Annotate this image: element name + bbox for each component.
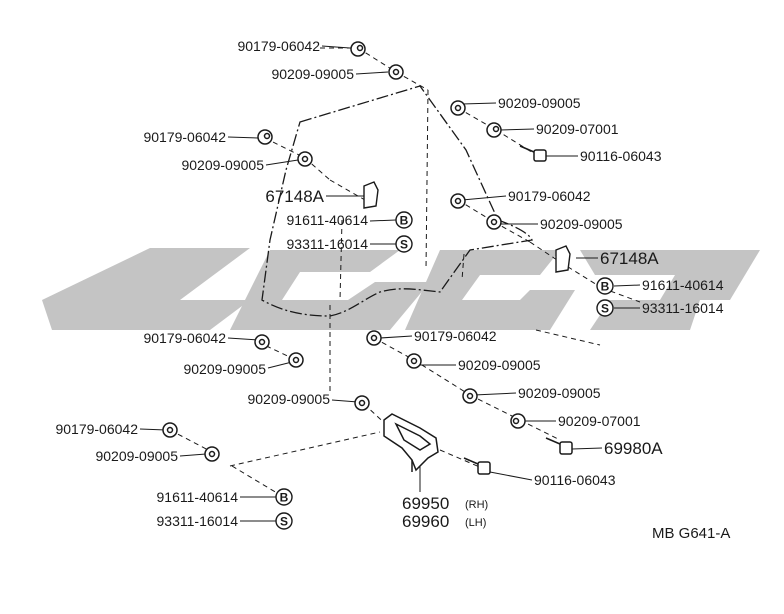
part-label: 90209-07001	[536, 121, 619, 137]
part-label: 67148A	[600, 249, 659, 268]
part-label: 90179-06042	[143, 330, 226, 346]
nut-90179-06042-b	[257, 129, 273, 145]
part-label: 90209-09005	[458, 357, 541, 373]
part-label: 90209-09005	[183, 361, 266, 377]
part-label: 90179-06042	[55, 421, 138, 437]
clips	[363, 181, 571, 273]
part-label: 91611-40614	[157, 489, 239, 505]
part-label: 90116-06043	[534, 472, 616, 488]
diagram-code: MB G641-A	[652, 525, 730, 542]
washer-90209-09005-f	[406, 353, 422, 369]
bolt-90116-06043-a	[519, 145, 547, 162]
glass-outline	[261, 85, 533, 317]
part-label: 90209-09005	[181, 157, 264, 173]
part-labels: 90179-06042 90209-09005 90209-09005 9020…	[55, 38, 723, 531]
washer-90209-09005-c	[297, 151, 313, 167]
markers: B S B S B S	[275, 211, 614, 530]
part-label: 90179-06042	[143, 129, 226, 145]
nut-90179-06042-f	[162, 422, 178, 438]
part-label: 90209-09005	[540, 216, 623, 232]
part-label: 69980A	[604, 439, 663, 458]
part-label: 90179-06042	[237, 38, 320, 54]
leader-lines	[139, 45, 641, 522]
part-label: 90209-09005	[518, 385, 601, 401]
marker-s-1: S	[395, 235, 413, 253]
washer-90209-09005-g	[354, 395, 370, 411]
nut-90179-06042-e	[366, 330, 382, 346]
watermark-shape-1	[42, 248, 250, 330]
part-label-suffix: (RH)	[465, 499, 488, 511]
washer-90209-09005-d	[486, 214, 502, 230]
watermark-shape-4	[580, 250, 760, 330]
part-label: 69960	[402, 512, 449, 531]
part-label: 90179-06042	[414, 328, 497, 344]
washer-90209-09005-a	[388, 64, 404, 80]
svg-text:B: B	[400, 214, 409, 228]
watermark-shape-3	[405, 250, 575, 330]
part-label: 90209-09005	[247, 391, 330, 407]
glass-edge	[261, 85, 533, 317]
svg-text:S: S	[280, 515, 288, 529]
bracket-69950-69960	[383, 413, 439, 472]
part-label-suffix: (LH)	[465, 517, 486, 529]
svg-text:B: B	[280, 491, 289, 505]
nut-90179-06042-a	[350, 41, 366, 57]
watermark-shape-2	[230, 250, 430, 330]
part-label: 90209-09005	[271, 66, 354, 82]
nut-90179-06042-c	[450, 193, 466, 209]
part-label: 93311-16014	[287, 236, 369, 252]
part-label: 90209-07001	[558, 413, 641, 429]
marker-b-3: B	[275, 488, 293, 506]
marker-s-3: S	[275, 512, 293, 530]
part-label: 91611-40614	[642, 277, 724, 293]
washer-90209-09005-b	[450, 100, 466, 116]
bolt-90116-06043-b	[463, 457, 491, 475]
clip-67148A-lower	[555, 245, 571, 273]
washer-90209-09005-i	[204, 446, 220, 462]
part-label: 90179-06042	[508, 188, 591, 204]
washer-90209-07001-a	[486, 122, 502, 138]
marker-b-1: B	[395, 211, 413, 229]
part-label: 90116-06043	[580, 148, 662, 164]
svg-text:S: S	[601, 302, 609, 316]
part-label: 69950	[402, 494, 449, 513]
clip-67148A-upper	[363, 181, 379, 209]
marker-s-2: S	[596, 299, 614, 317]
part-label: 67148A	[265, 187, 324, 206]
part-label: 93311-16014	[157, 513, 239, 529]
parts	[162, 41, 573, 475]
bolt-69980A	[545, 437, 573, 455]
marker-b-2: B	[596, 277, 614, 295]
washer-90209-09005-h	[462, 388, 478, 404]
watermark	[42, 248, 760, 330]
svg-text:B: B	[601, 280, 610, 294]
part-label: 90209-09005	[95, 448, 178, 464]
svg-text:S: S	[400, 238, 408, 252]
washer-90209-09005-e	[288, 352, 304, 368]
part-label: 90209-09005	[498, 95, 581, 111]
guide-lines	[169, 47, 641, 497]
nut-90179-06042-d	[254, 334, 270, 350]
part-label: 91611-40614	[287, 212, 369, 228]
washer-90209-07001-b	[510, 413, 526, 429]
part-label: 93311-16014	[642, 300, 724, 316]
